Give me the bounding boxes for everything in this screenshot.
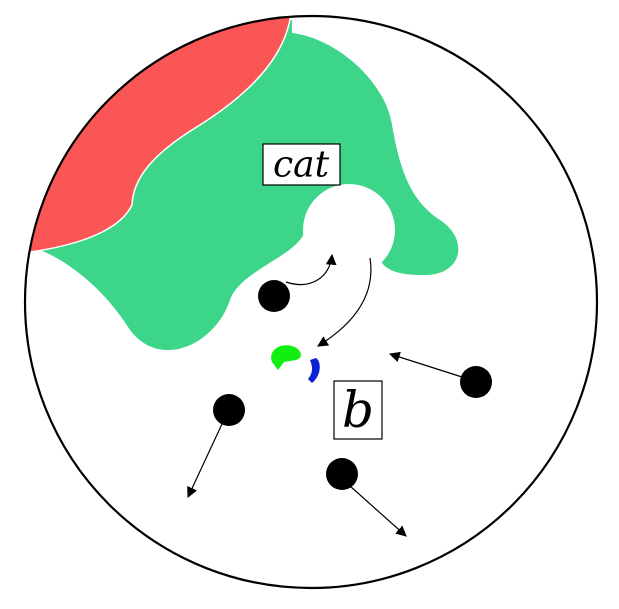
arrow-from-right-dot: [388, 351, 463, 378]
label-b: b: [333, 380, 383, 440]
arrow-curved-to-hole: [285, 253, 337, 286]
label-cat-box: [262, 143, 341, 186]
arrow-from-left-lower-dot: [187, 423, 223, 498]
blue-blob: [308, 358, 320, 383]
label-b-box: [333, 380, 383, 440]
dot-bottom: [326, 458, 358, 490]
dot-right: [460, 366, 492, 398]
label-b-text: b: [342, 381, 374, 439]
dot-left-lower: [213, 394, 245, 426]
circle-interior: [25, 16, 459, 351]
boundary-circle: [23, 14, 599, 590]
green-region-hole: [303, 184, 395, 276]
arrow-long-curve: [317, 257, 372, 347]
dot-left-upper: [258, 280, 290, 312]
arrow-from-bottom-dot: [349, 485, 407, 537]
bright-green-blob: [271, 345, 301, 370]
label-cat: cat: [262, 143, 341, 186]
label-cat-text: cat: [273, 145, 330, 186]
